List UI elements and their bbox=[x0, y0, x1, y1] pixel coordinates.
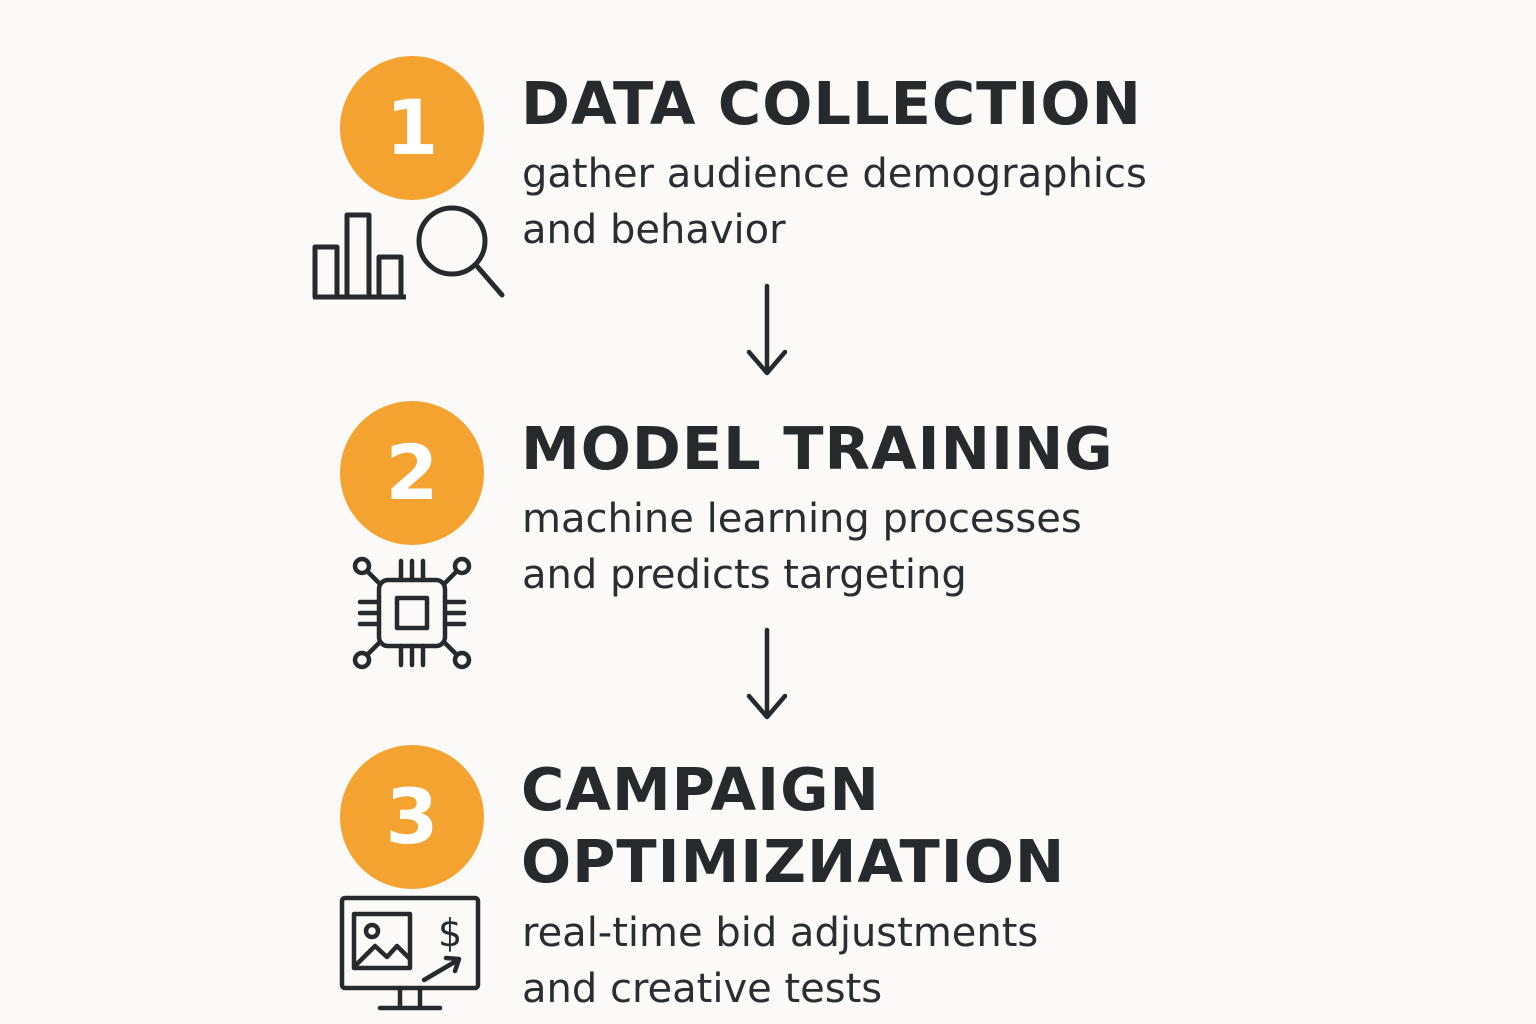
down-arrow-icon bbox=[746, 283, 788, 376]
bar-chart-magnifier-icon bbox=[312, 205, 505, 300]
processor-chip-icon bbox=[352, 556, 472, 670]
step-2-number-badge: 2 bbox=[340, 401, 484, 545]
step-1-description-line-2: and behavior bbox=[522, 207, 786, 253]
step-3-description-line-2: and creative tests bbox=[522, 966, 883, 1012]
step-2-description-line-1: machine learning processes bbox=[522, 496, 1082, 542]
step-1-description: gather audience demographics and behavio… bbox=[522, 146, 1147, 258]
step-2-title: MODEL TRAINING bbox=[521, 414, 1114, 483]
monitor-image-dollar-growth-icon: $ bbox=[339, 895, 481, 1011]
step-3-title-line-1: CAMPAIGN bbox=[521, 755, 880, 824]
step-1-description-line-1: gather audience demographics bbox=[522, 151, 1147, 197]
step-3-title-line-2: OPTIMIZИATION bbox=[521, 827, 1066, 896]
step-1-number-badge: 1 bbox=[340, 56, 484, 200]
step-2-description: machine learning processes and predicts … bbox=[522, 491, 1082, 603]
step-3-title: CAMPAIGN OPTIMIZИATION bbox=[521, 754, 1065, 898]
step-3-description-line-1: real-time bid adjustments bbox=[522, 910, 1039, 956]
down-arrow-icon bbox=[746, 627, 788, 720]
step-3-description: real-time bid adjustments and creative t… bbox=[522, 905, 1038, 1017]
step-3-number-badge: 3 bbox=[340, 745, 484, 889]
step-1-title: DATA COLLECTION bbox=[521, 69, 1142, 138]
step-2-description-line-2: and predicts targeting bbox=[522, 552, 967, 598]
svg-text:$: $ bbox=[438, 911, 462, 955]
